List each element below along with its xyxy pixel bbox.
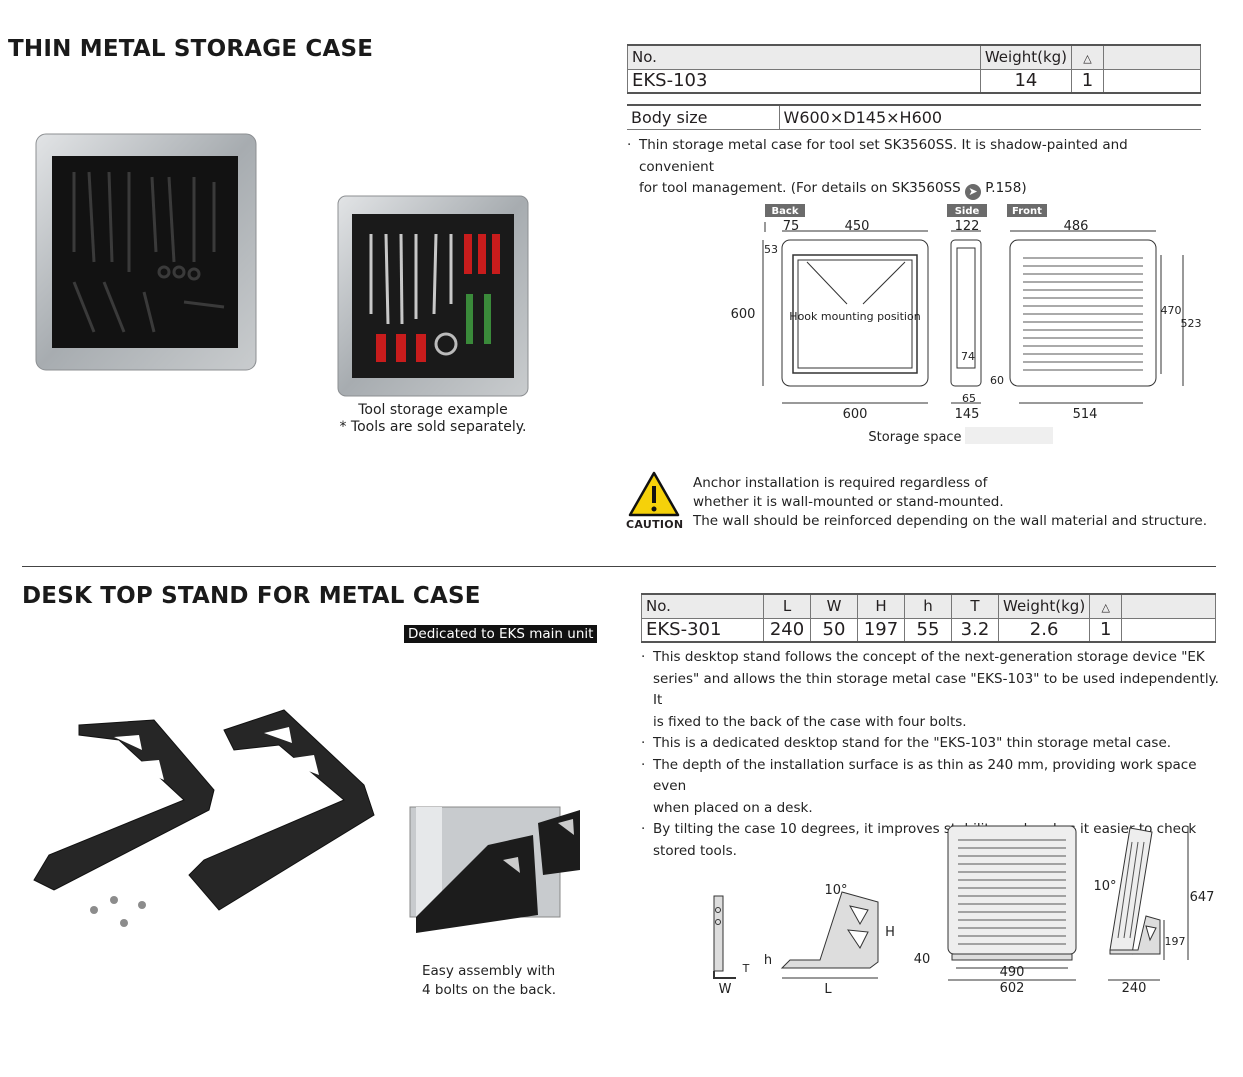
dedicated-badge: Dedicated to EKS main unit <box>404 625 598 643</box>
section1-title: THIN METAL STORAGE CASE <box>8 36 374 62</box>
svg-text:W: W <box>719 982 732 997</box>
col-qty: △ <box>1089 593 1123 619</box>
package-icon: △ <box>1101 601 1110 615</box>
bullet-item: The depth of the installation surface is… <box>641 755 1221 820</box>
dimension-diagram-eks301: T W 10° H h L 40 490 602 10° 647 197 240 <box>713 825 1215 997</box>
svg-text:602: 602 <box>1000 981 1025 996</box>
caution-label: CAUTION <box>626 518 684 531</box>
col-no: No. <box>641 593 764 619</box>
assembly-photo <box>409 806 580 933</box>
svg-text:Back: Back <box>772 206 799 217</box>
cell-h: 55 <box>904 617 952 643</box>
svg-text:197: 197 <box>1165 935 1186 948</box>
hook-mounting-label: Hook mounting position <box>789 310 920 323</box>
angle-label: 10° <box>824 883 847 898</box>
spec-table-eks301: No. L W H h T Weight(kg) △ EKS-301 240 5… <box>641 593 1216 643</box>
bullet-item: This is a dedicated desktop stand for th… <box>641 733 1221 755</box>
bullet-item: This desktop stand follows the concept o… <box>641 647 1221 733</box>
back-tag <box>765 204 805 217</box>
cell-W: 50 <box>810 617 858 643</box>
col-blank <box>1121 593 1216 619</box>
svg-text:60: 60 <box>990 374 1004 387</box>
svg-text:450: 450 <box>845 219 870 234</box>
svg-text:T: T <box>742 962 750 975</box>
svg-text:600: 600 <box>843 407 868 422</box>
metal-case-photo <box>35 133 257 371</box>
col-blank <box>1102 44 1202 70</box>
svg-text:486: 486 <box>1064 219 1089 234</box>
body-size-value: W600×D145×H600 <box>778 104 1201 130</box>
svg-text:65: 65 <box>962 392 976 405</box>
col-weight: Weight(kg) <box>997 593 1091 619</box>
storage-space-label: Storage space <box>868 430 961 445</box>
svg-text:490: 490 <box>1000 965 1025 980</box>
svg-text:122: 122 <box>955 219 980 234</box>
tilt-angle-label: 10° <box>1093 879 1116 894</box>
section-divider <box>22 566 1216 567</box>
svg-text:75: 75 <box>783 219 800 234</box>
section1-description: ·Thin storage metal case for tool set SK… <box>627 137 1128 200</box>
cell-weight: 2.6 <box>997 617 1091 643</box>
svg-text:H: H <box>885 925 895 940</box>
svg-text:514: 514 <box>1073 407 1098 422</box>
caution-icon <box>628 471 680 517</box>
storage-space-swatch <box>965 427 1053 444</box>
tool-storage-example-photo <box>337 195 529 397</box>
col-h: h <box>904 593 952 619</box>
svg-text:Side: Side <box>955 206 980 217</box>
section2-title: DESK TOP STAND FOR METAL CASE <box>22 583 481 609</box>
side-tag <box>947 204 987 217</box>
cell-weight: 14 <box>979 68 1073 94</box>
dimension-diagram-eks103: Back Side Front Hook mounting position 7… <box>731 204 1202 445</box>
spec-table-eks103: No. Weight(kg) △ EKS-103 14 1 <box>627 44 1202 94</box>
caution-text: Anchor installation is required regardle… <box>693 475 1207 529</box>
cell-H: 197 <box>857 617 905 643</box>
body-size-label: Body size <box>627 104 780 130</box>
svg-text:74: 74 <box>961 350 975 363</box>
svg-text:523: 523 <box>1181 317 1202 330</box>
page-ref-link[interactable]: P.158) <box>985 180 1027 196</box>
cell-qty: 1 <box>1089 617 1123 643</box>
cell-model: EKS-301 <box>641 617 764 643</box>
svg-text:145: 145 <box>955 407 980 422</box>
package-icon: △ <box>1083 52 1092 66</box>
col-L: L <box>763 593 811 619</box>
svg-text:L: L <box>824 982 832 997</box>
example-caption: Tool storage example * Tools are sold se… <box>339 402 527 435</box>
cell-blank <box>1121 617 1216 643</box>
svg-text:Front: Front <box>1012 206 1042 217</box>
svg-text:53: 53 <box>764 243 778 256</box>
col-W: W <box>810 593 858 619</box>
front-tag <box>1007 204 1047 217</box>
svg-text:647: 647 <box>1190 890 1215 905</box>
desk-stand-photo <box>33 709 375 927</box>
cell-model: EKS-103 <box>627 68 981 94</box>
svg-text:600: 600 <box>731 307 756 322</box>
col-H: H <box>857 593 905 619</box>
col-qty: △ <box>1071 44 1104 70</box>
cell-L: 240 <box>763 617 811 643</box>
svg-text:h: h <box>764 953 772 968</box>
cell-qty: 1 <box>1071 68 1104 94</box>
col-T: T <box>951 593 999 619</box>
svg-text:40: 40 <box>914 952 931 967</box>
col-weight: Weight(kg) <box>979 44 1073 70</box>
assembly-caption: Easy assembly with 4 bolts on the back. <box>422 963 557 998</box>
section2-bullets: This desktop stand follows the concept o… <box>641 647 1221 862</box>
cell-T: 3.2 <box>951 617 999 643</box>
svg-text:470: 470 <box>1161 304 1182 317</box>
arrow-circle-icon: ➤ <box>964 184 981 200</box>
col-no: No. <box>627 44 981 70</box>
cell-blank <box>1102 68 1202 94</box>
svg-text:240: 240 <box>1122 981 1147 996</box>
body-size-table: Body size W600×D145×H600 <box>627 104 1201 130</box>
